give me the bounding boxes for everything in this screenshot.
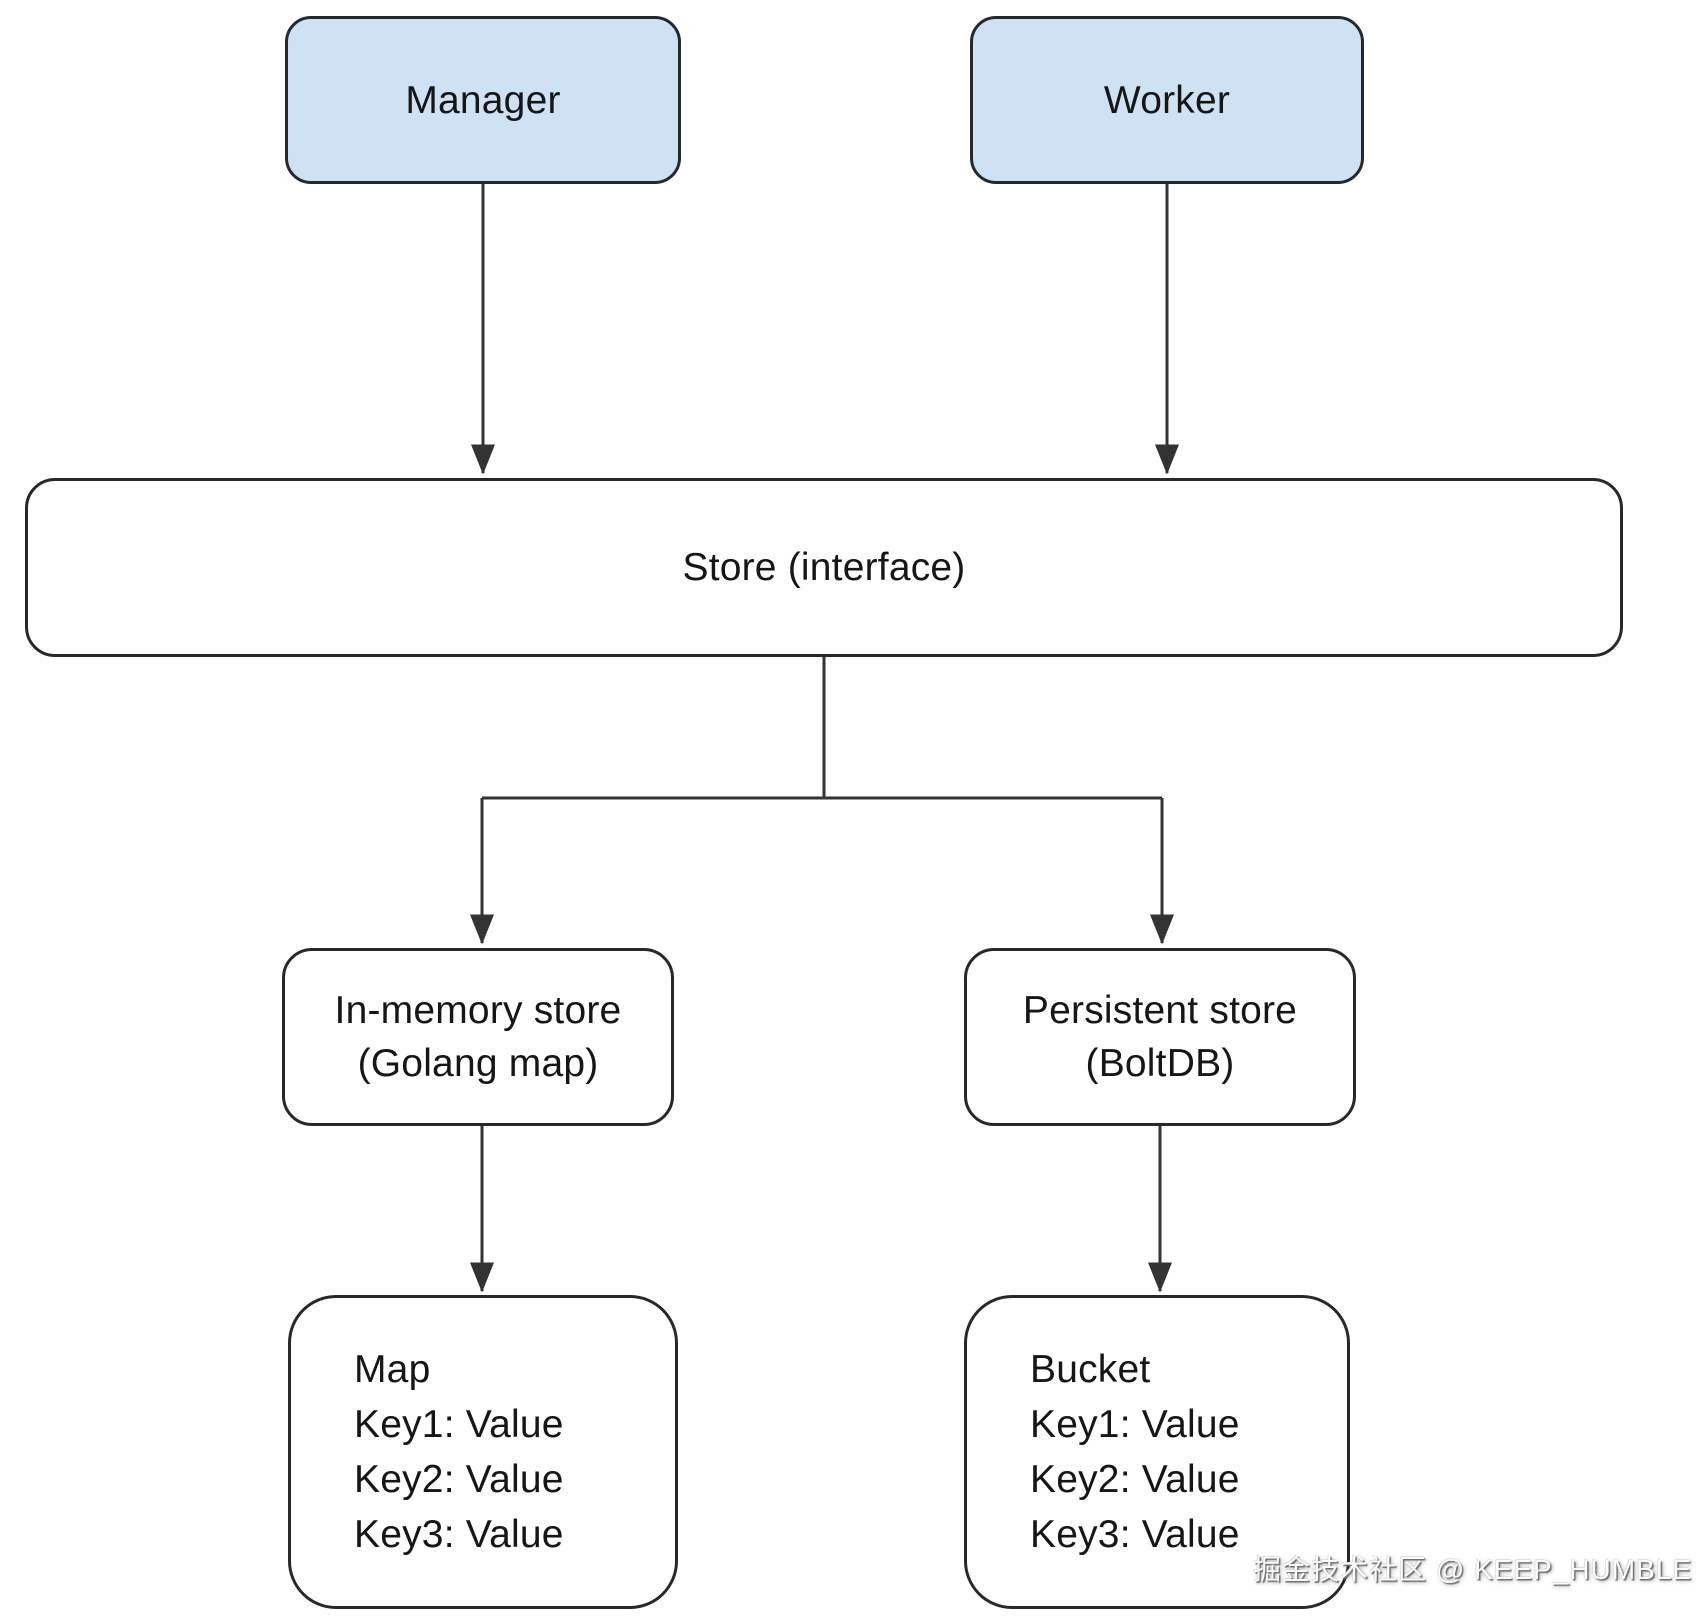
node-map-key1: Key1: Value — [354, 1403, 564, 1446]
node-bucket-key3: Key3: Value — [1030, 1513, 1240, 1556]
node-map-key2: Key2: Value — [354, 1458, 564, 1501]
node-map-key3: Key3: Value — [354, 1513, 564, 1556]
node-worker-label: Worker — [1103, 78, 1231, 122]
node-inmemory-line-2: (Golang map) — [357, 1042, 599, 1085]
node-bucket-title: Bucket — [1030, 1348, 1151, 1391]
node-map-title: Map — [354, 1348, 431, 1391]
node-bucket-key1: Key1: Value — [1030, 1403, 1240, 1446]
node-inmemory-line-1: In-memory store — [334, 989, 622, 1032]
watermark: 掘金技术社区 @ KEEP_HUMBLE — [1253, 1554, 1692, 1585]
node-bucket: Bucket Key1: Value Key2: Value Key3: Val… — [964, 1295, 1350, 1609]
node-manager-label: Manager — [405, 78, 561, 122]
node-persistent-line-1: Persistent store — [1022, 989, 1298, 1032]
node-map: Map Key1: Value Key2: Value Key3: Value — [288, 1295, 678, 1609]
node-inmemory-store: In-memory store (Golang map) — [282, 948, 674, 1126]
node-worker: Worker — [970, 16, 1364, 184]
node-store-label: Store (interface) — [682, 546, 966, 589]
node-persistent-store: Persistent store (BoltDB) — [964, 948, 1356, 1126]
node-bucket-key2: Key2: Value — [1030, 1458, 1240, 1501]
node-persistent-line-2: (BoltDB) — [1085, 1042, 1235, 1085]
node-store-interface: Store (interface) — [25, 478, 1623, 657]
node-manager: Manager — [285, 16, 681, 184]
